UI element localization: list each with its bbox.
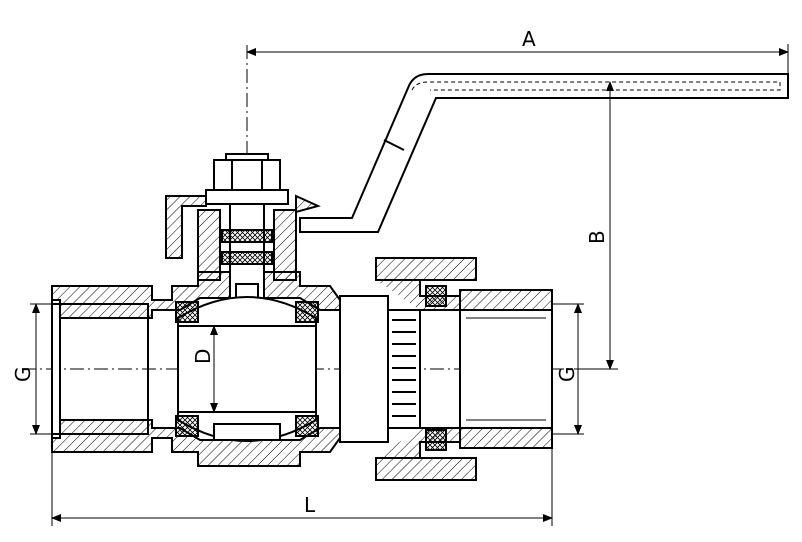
- dimension-g-right-label: G: [555, 367, 579, 383]
- stem-nut: [205, 153, 289, 205]
- dimension-l: [51, 448, 553, 526]
- union-nut: [339, 257, 477, 481]
- dimension-d-label: D: [191, 349, 215, 364]
- valve-body: [51, 194, 341, 467]
- dimension-l-label: L: [304, 493, 316, 517]
- dimension-b-label: B: [585, 230, 609, 244]
- valve-ball: [175, 296, 319, 442]
- dimension-g-left-label: G: [11, 367, 35, 383]
- handle-lever: [299, 73, 789, 233]
- dimension-a-label: A: [522, 27, 536, 51]
- dimension-a: [246, 44, 789, 74]
- valve-stem: [221, 203, 273, 311]
- right-tailpiece: [459, 289, 584, 449]
- dimension-b: [584, 81, 618, 370]
